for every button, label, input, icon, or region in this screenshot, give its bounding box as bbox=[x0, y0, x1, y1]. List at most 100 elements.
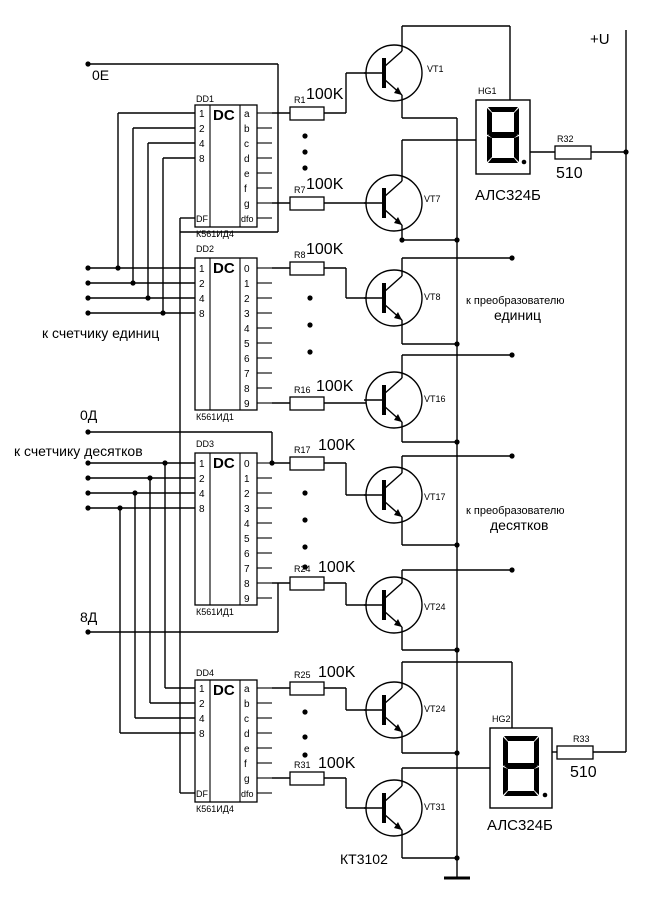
pin-label: d bbox=[244, 154, 250, 165]
pin-label: 2 bbox=[199, 699, 205, 710]
chip-function: DC bbox=[213, 107, 235, 124]
pin-label: 8 bbox=[199, 504, 205, 515]
tens-counter-label: к счетчику десятков bbox=[14, 443, 143, 459]
chip-dd3: DD3 DC К561ИД1 1 2 4 8 0 1 2 3 4 5 6 7 8… bbox=[194, 439, 275, 617]
resistor-value: 100K bbox=[318, 559, 356, 576]
pin-label: 1 bbox=[244, 279, 250, 290]
pin-label: 2 bbox=[244, 489, 250, 500]
pin-label: 0 bbox=[244, 459, 250, 470]
resistor-ref: R32 bbox=[557, 134, 574, 144]
pin-label: d bbox=[244, 729, 250, 740]
pin-label: 3 bbox=[244, 309, 250, 320]
pin-label: dfo bbox=[241, 789, 254, 799]
pin-label: 2 bbox=[199, 279, 205, 290]
pin-label: c bbox=[244, 714, 249, 725]
pin-label: 4 bbox=[199, 714, 205, 725]
display-hg1: HG1 R32 510 АЛС324Б bbox=[475, 86, 592, 204]
pin-label: DF bbox=[196, 214, 208, 224]
converter-units-note: к преобразователю bbox=[466, 295, 565, 307]
resistor-r7 bbox=[289, 196, 325, 211]
pin-label: b bbox=[244, 699, 250, 710]
resistor-r16 bbox=[289, 396, 325, 411]
transistor-vt7: VT7 bbox=[362, 139, 476, 243]
display-hg2: HG2 R33 510 АЛС324Б bbox=[487, 714, 597, 834]
converter-tens-note-2: десятков bbox=[490, 517, 548, 533]
resistor-r17 bbox=[289, 456, 325, 471]
resistor-value: 100K bbox=[318, 437, 356, 454]
resistor-r25 bbox=[289, 681, 325, 696]
resistor-r8 bbox=[289, 261, 325, 276]
pin-label: f bbox=[244, 759, 247, 770]
pin-label: e bbox=[244, 744, 250, 755]
transistor-ref: VT16 bbox=[424, 394, 446, 404]
pin-label: g bbox=[244, 199, 250, 210]
pin-label: 5 bbox=[244, 534, 250, 545]
pin-label: e bbox=[244, 169, 250, 180]
transistor-vt1: VT1 bbox=[362, 25, 511, 119]
transistor-vt31: VT31 КТ3102 bbox=[340, 767, 490, 867]
pin-label: 1 bbox=[199, 684, 205, 695]
pin-label: 1 bbox=[199, 264, 205, 275]
transistor-ref: VT1 bbox=[427, 64, 444, 74]
pin-label: g bbox=[244, 774, 250, 785]
pin-label: a bbox=[244, 109, 250, 120]
pin-label: 4 bbox=[244, 519, 250, 530]
converter-tens-note: к преобразователю bbox=[466, 505, 565, 517]
transistor-ref: VT31 bbox=[424, 802, 446, 812]
pin-label: 3 bbox=[244, 504, 250, 515]
input-label-8d: 8Д bbox=[80, 609, 98, 625]
resistor-ref: R8 bbox=[294, 250, 306, 260]
chip-dd2: DD2 DC К561ИД1 1 2 4 8 0 1 2 3 4 5 6 7 8… bbox=[194, 244, 272, 422]
power-label: +U bbox=[590, 31, 610, 48]
pin-label: 9 bbox=[244, 399, 250, 410]
resistor-ref: R1 bbox=[294, 95, 306, 105]
pin-label: 2 bbox=[199, 124, 205, 135]
pin-label: 8 bbox=[244, 579, 250, 590]
resistor-value: 100K bbox=[306, 86, 344, 103]
converter-units-note-2: единиц bbox=[494, 307, 541, 323]
transistor-ref: VT24 bbox=[424, 602, 446, 612]
transistor-ref: VT8 bbox=[424, 292, 441, 302]
pin-label: c bbox=[244, 139, 249, 150]
resistor-value: 100K bbox=[316, 378, 354, 395]
chip-ref: DD3 bbox=[196, 439, 214, 449]
transistor-vt24-tens: VT24 bbox=[362, 567, 515, 651]
resistor-ref: R31 bbox=[294, 760, 311, 770]
chip-ref: DD1 bbox=[196, 94, 214, 104]
resistor-value: 510 bbox=[556, 165, 583, 182]
transistor-vt8: VT8 bbox=[362, 255, 515, 345]
pin-label: 8 bbox=[199, 309, 205, 320]
pin-label: 1 bbox=[199, 109, 205, 120]
units-counter-label: к счетчику единиц bbox=[42, 325, 159, 341]
chip-ref: DD4 bbox=[196, 668, 214, 678]
pin-label: 8 bbox=[244, 384, 250, 395]
pin-label: 8 bbox=[199, 154, 205, 165]
pin-label: 4 bbox=[199, 489, 205, 500]
transistor-vt16: VT16 bbox=[362, 352, 515, 443]
resistor-r1 bbox=[289, 106, 325, 121]
transistor-vt17: VT17 bbox=[362, 453, 515, 546]
pin-label: 6 bbox=[244, 354, 250, 365]
pin-label: 0 bbox=[244, 264, 250, 275]
resistor-ref: R7 bbox=[294, 185, 306, 195]
display-ref: HG2 bbox=[492, 714, 511, 724]
pin-label: 2 bbox=[199, 474, 205, 485]
transistor-ref: VT17 bbox=[424, 492, 446, 502]
pin-label: 5 bbox=[244, 339, 250, 350]
pin-label: 6 bbox=[244, 549, 250, 560]
pin-label: 4 bbox=[199, 139, 205, 150]
input-label-0d: 0Д bbox=[80, 407, 98, 423]
pin-label: 1 bbox=[199, 459, 205, 470]
pin-label: 4 bbox=[244, 324, 250, 335]
resistor-value: 100K bbox=[318, 755, 356, 772]
chip-type: К561ИД4 bbox=[196, 804, 234, 814]
pin-label: f bbox=[244, 184, 247, 195]
transistor-type-label: КТ3102 bbox=[340, 851, 388, 867]
resistor-value: 100K bbox=[306, 241, 344, 258]
resistor-value: 510 bbox=[570, 764, 597, 781]
pin-label: 8 bbox=[199, 729, 205, 740]
display-ref: HG1 bbox=[478, 86, 497, 96]
chip-type: К561ИД1 bbox=[196, 412, 234, 422]
transistor-ref: VT7 bbox=[424, 194, 441, 204]
ground-rail bbox=[444, 118, 470, 880]
